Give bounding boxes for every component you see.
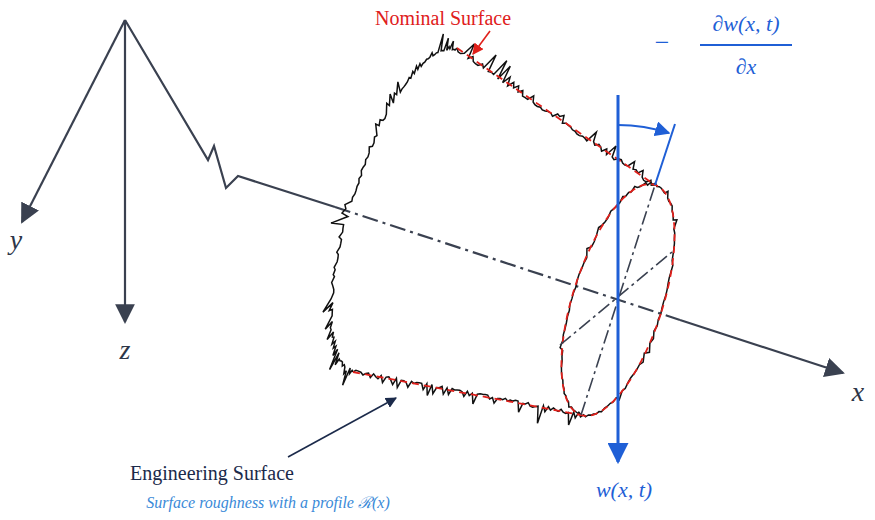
axis-label: x: [852, 376, 864, 408]
rough-profile: [353, 370, 581, 425]
deflection-label: w(x, t): [596, 477, 652, 502]
fraction-numerator: ∂w(x, t): [712, 11, 779, 36]
x-axis: [680, 320, 843, 373]
fraction-bar: [700, 44, 792, 46]
axis-label: z: [120, 334, 131, 366]
nominal-profile: [353, 372, 581, 415]
roughness-note: Surface roughness with a profile ℛ(x): [146, 494, 389, 512]
minus-sign: −: [655, 28, 670, 58]
engineering-surface-label: Engineering Surface: [130, 462, 294, 485]
rotated-normal: [655, 124, 675, 185]
nominal-surface-label: Nominal Surface: [375, 7, 511, 30]
rough-profile: [323, 34, 457, 385]
z-axis: [124, 20, 126, 322]
fraction-denominator: ∂x: [736, 54, 757, 79]
nominal-surface: [353, 48, 675, 416]
x-axis-break: [125, 20, 335, 207]
nominal-leader: [473, 31, 490, 54]
nominal-profile: [457, 48, 655, 185]
rough-profile: [457, 44, 655, 185]
engineering-leader: [288, 398, 396, 457]
y-axis: [22, 20, 125, 222]
rough-surface: [323, 34, 677, 425]
axis-label: y: [10, 224, 22, 256]
rotation-arc: [618, 125, 669, 133]
axes: [22, 20, 843, 373]
deflection-arrow: [617, 95, 620, 462]
section-y-centerline: [560, 252, 672, 345]
x-axis-centerline: [335, 207, 680, 320]
